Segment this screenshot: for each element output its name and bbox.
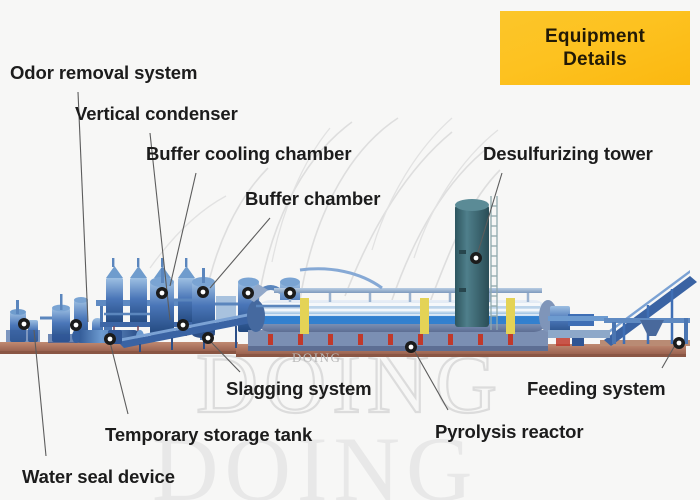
svg-text:DOING: DOING: [152, 418, 478, 500]
watermark-small: DOING: [292, 350, 341, 365]
reactor-drive-unit: [548, 306, 608, 346]
water-seal-device: [6, 300, 40, 342]
label-feeding-system: Feeding system: [527, 378, 666, 399]
feeding-system: [548, 270, 697, 346]
equipment-details-badge: Equipment Details: [500, 11, 690, 85]
callout-markers: [18, 252, 685, 353]
label-buffer-cooling-chamber: Buffer cooling chamber: [146, 143, 352, 164]
badge-line-1: Equipment: [545, 25, 645, 47]
label-water-seal-device: Water seal device: [22, 466, 175, 487]
label-vertical-condenser: Vertical condenser: [75, 103, 238, 124]
label-pyrolysis-reactor: Pyrolysis reactor: [435, 421, 584, 442]
pyrolysis-reactor: [244, 284, 557, 351]
label-buffer-chamber: Buffer chamber: [245, 188, 381, 209]
badge-line-2: Details: [563, 49, 627, 70]
label-slagging-system: Slagging system: [226, 378, 372, 399]
desulfurizing-tower: [455, 196, 498, 330]
buffer-cooling-chamber: [150, 268, 174, 338]
leader-lines: [33, 91, 679, 457]
label-desulfurizing-tower: Desulfurizing tower: [483, 143, 653, 164]
label-temporary-storage-tank: Temporary storage tank: [105, 424, 313, 445]
interconnect-piping: [40, 267, 383, 320]
label-odor-removal-system: Odor removal system: [10, 62, 198, 83]
